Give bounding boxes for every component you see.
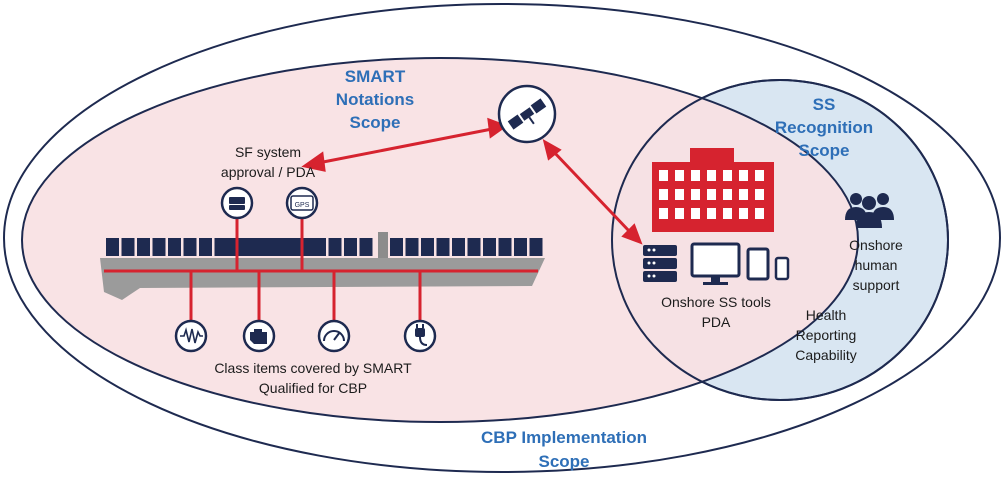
satellite-icon [497,84,557,144]
onshore-tools-line-1: Onshore SS tools [661,294,771,310]
container-block [498,238,512,256]
container-block [421,238,434,256]
sf-sensor-lines [235,218,304,271]
container-block [266,238,280,256]
power-plug-icon [403,319,437,353]
container-block [405,238,419,256]
monitor-icon [690,242,741,285]
building-window [675,189,684,200]
ss-scope-line-2: Recognition [775,118,873,137]
building-window [755,189,764,200]
ship-hull [100,258,545,300]
building-window [755,170,764,181]
onshore-human-label: Onshore human support [849,237,903,293]
sf-system-line-1: SF system [235,144,301,160]
building-window [675,170,684,181]
container-block [106,238,119,256]
onshore-human-line-3: support [853,277,900,293]
container-block [220,238,233,256]
ss-scope-title: SS Recognition Scope [775,95,873,160]
ss-scope-line-1: SS [813,95,836,114]
class-items-line-2: Qualified for CBP [259,380,367,396]
server-icon [643,245,677,282]
building-window [675,208,684,219]
smart-scope-line-2: Notations [336,90,414,109]
ship-bridge [378,232,388,258]
container-block [359,238,373,256]
container-block [251,238,264,256]
building-window [691,208,700,219]
building-window [691,189,700,200]
ship-containers [106,238,543,256]
building-window [659,208,668,219]
ss-scope-line-3: Scope [798,141,849,160]
container-block [328,238,342,256]
building-window [723,208,732,219]
tablet-icon [746,247,770,281]
building-window [691,170,700,181]
sf-system-line-2: approval / PDA [221,164,316,180]
phone-icon [774,256,790,281]
class-items-label: Class items covered by SMART Qualified f… [214,360,412,396]
class-sensor-lines [189,271,422,322]
container-block [436,238,450,256]
gps-icon: GPS [285,186,319,220]
health-reporting-line-1: Health [806,307,846,323]
onshore-tools-label: Onshore SS tools PDA [661,294,771,330]
building-window [707,208,716,219]
building-window [739,189,748,200]
container-block [199,238,212,256]
smart-scope-title: SMART Notations Scope [336,67,414,132]
vibration-icon [174,319,208,353]
gps-badge-text: GPS [295,202,310,209]
container-block [121,238,135,256]
gauge-icon [317,319,351,353]
ss-overlap-outline [611,79,949,401]
container-block [529,238,543,256]
container-block [183,238,197,256]
people-group-icon [845,193,894,228]
cbp-scope-title: CBP Implementation Scope [481,428,647,471]
onshore-human-line-1: Onshore [849,237,903,253]
container-block [297,238,311,256]
hard-drive-icon [220,186,254,220]
health-reporting-label: Health Reporting Capability [795,307,856,363]
container-block [168,238,181,256]
building-window [755,208,764,219]
building-window [707,189,716,200]
container-block [313,238,326,256]
container-block [235,238,249,256]
onshore-tools-line-2: PDA [702,314,731,330]
smart-scope-line-1: SMART [345,67,406,86]
container-block [344,238,357,256]
sf-system-label: SF system approval / PDA [221,144,316,180]
satellite-link-arrows [301,117,643,245]
container-block [452,238,465,256]
building-window [723,170,732,181]
building-window [659,189,668,200]
building-window [739,170,748,181]
health-reporting-line-2: Reporting [796,327,857,343]
onshore-human-line-2: human [855,257,898,273]
building-window [707,170,716,181]
container-block [483,238,496,256]
building-window [659,170,668,181]
building-icon [652,148,774,232]
building-window [739,208,748,219]
engine-icon [242,319,276,353]
container-block [390,238,403,256]
container-block [152,238,166,256]
container-block [282,238,295,256]
health-reporting-line-3: Capability [795,347,856,363]
container-block [514,238,527,256]
building-window [723,189,732,200]
smart-scope-line-3: Scope [349,113,400,132]
cbp-scope-line-1: CBP Implementation [481,428,647,447]
cbp-scope-line-2: Scope [538,452,589,471]
container-block [137,238,150,256]
container-block [467,238,481,256]
class-items-line-1: Class items covered by SMART [214,360,412,376]
